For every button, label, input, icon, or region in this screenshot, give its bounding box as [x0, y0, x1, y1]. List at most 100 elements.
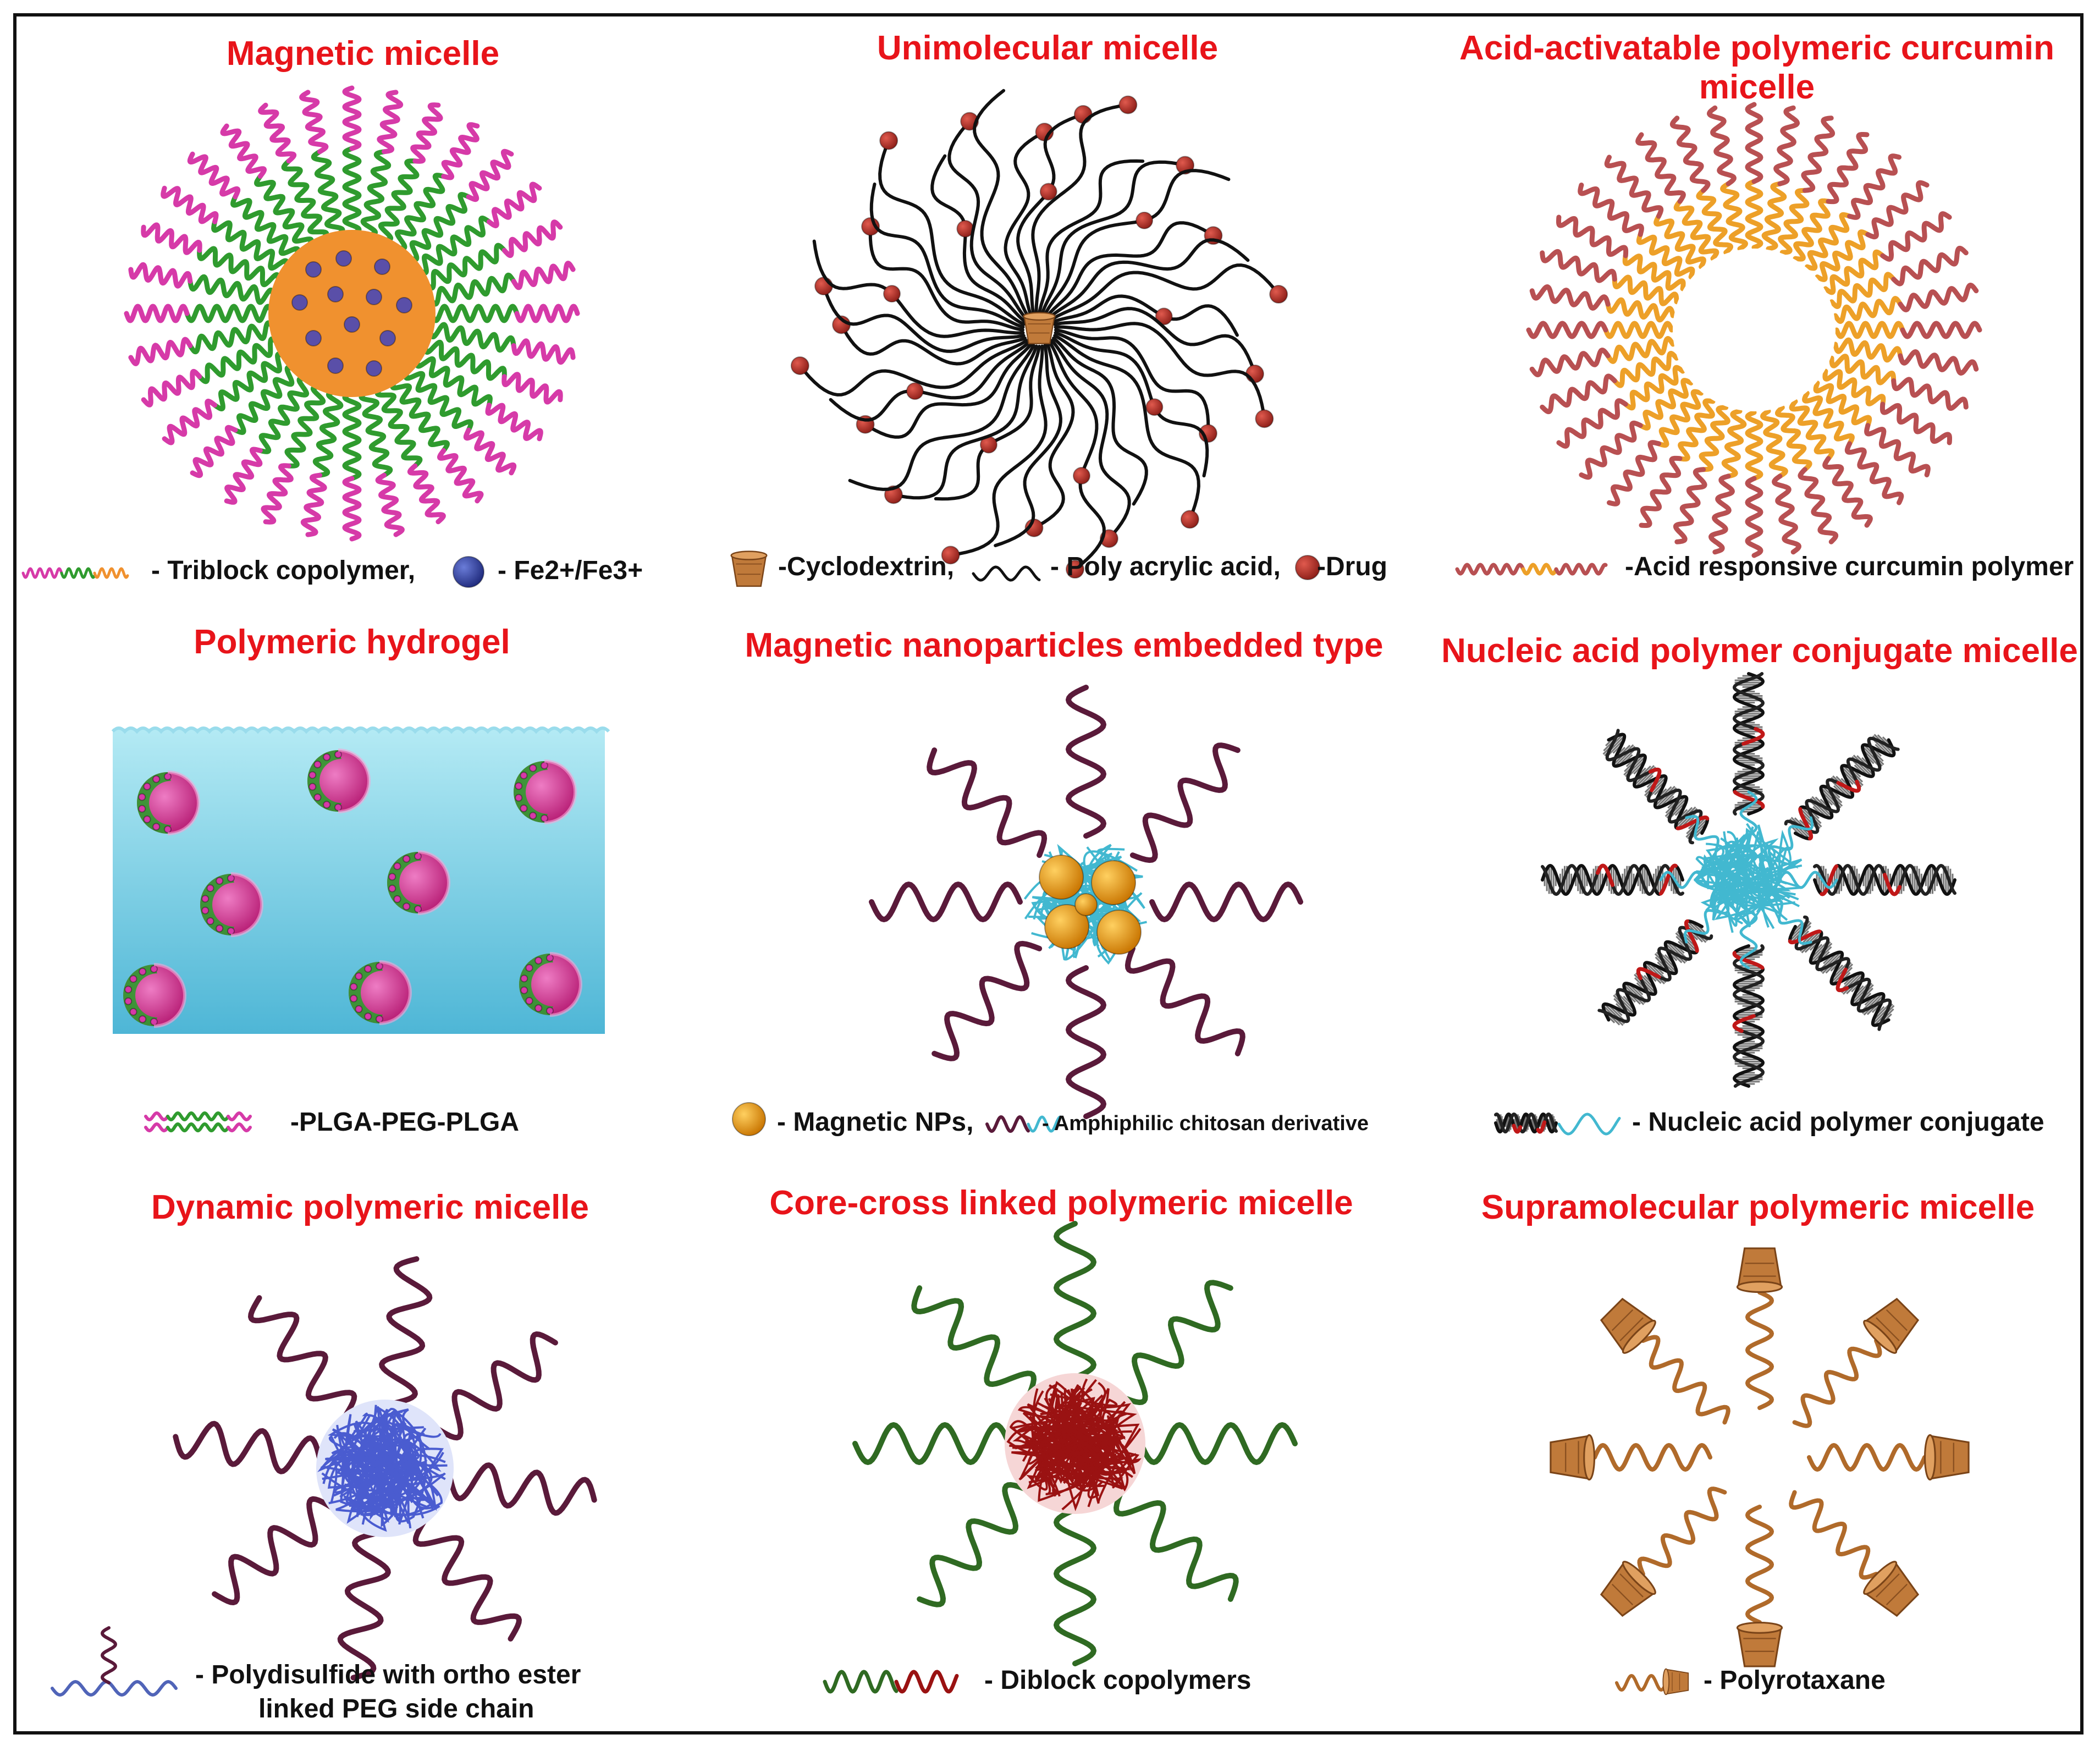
- shell-dot: [139, 1015, 147, 1023]
- fe-ion: [379, 330, 396, 346]
- copolymer-magenta-segment: [437, 448, 484, 504]
- shell-dot: [227, 927, 235, 935]
- polydisulfide-core-strand: [360, 1436, 420, 1460]
- cyclodextrin-ring: [1736, 1621, 1783, 1667]
- legend-polyrotaxane: - Polyrotaxane: [1704, 1666, 1886, 1695]
- dna-helix-red-segment: [1684, 919, 1699, 953]
- curcumin-red-segment: [1556, 398, 1628, 449]
- drug-molecule: [1245, 364, 1264, 383]
- cross-linked-core-strand: [1057, 1415, 1126, 1471]
- copolymer-magenta-segment: [511, 338, 576, 365]
- curcumin-orange-segment: [1696, 188, 1733, 255]
- cyclodextrin-ring-rim: [1863, 1319, 1898, 1354]
- curcumin-red-segment: [1708, 473, 1735, 555]
- copolymer-magenta-segment: [128, 262, 193, 289]
- curcumin-orange-segment: [1761, 181, 1787, 251]
- copolymer-green-segment: [415, 355, 493, 408]
- cyclodextrin-ring-rim: [1736, 1621, 1783, 1634]
- curcumin-red-segment: [1801, 115, 1836, 193]
- core-cross-linked-micelle-drawing: [852, 1221, 1298, 1666]
- curcumin-red-segment: [1880, 211, 1952, 262]
- copolymer-magenta-segment: [190, 425, 238, 478]
- poly-acrylic-acid-arm: [1038, 159, 1145, 315]
- magnetic-nanoparticle: [1091, 860, 1136, 905]
- diblock-copolymer-arm: [917, 1482, 1032, 1607]
- poly-acrylic-acid-arm: [1043, 169, 1231, 316]
- polymer-core-strand: [1693, 840, 1777, 888]
- curcumin-micelle-drawing: [1526, 102, 1982, 558]
- cyclodextrin-core-band: [1028, 323, 1051, 334]
- cyclodextrin-icon: [730, 550, 768, 587]
- dna-helix-red-segment: [1636, 967, 1661, 981]
- copolymer-green-segment: [360, 149, 392, 238]
- shell-dot: [227, 874, 235, 882]
- hydrogel-sphere: [307, 748, 371, 813]
- curcumin-red-segment: [1529, 284, 1611, 311]
- curcumin-red-segment: [1556, 214, 1629, 258]
- polymer-core-strand: [1734, 866, 1783, 922]
- copolymer-magenta-segment: [261, 463, 294, 525]
- curcumin-orange-segment: [1775, 405, 1812, 472]
- copolymer-green-segment: [197, 336, 281, 384]
- curcumin-red-segment: [1822, 456, 1873, 528]
- copolymer-magenta-segment: [410, 102, 443, 164]
- shell-dot: [334, 751, 342, 758]
- legend-cyclodextrin: -Cyclodextrin,: [778, 552, 955, 581]
- copolymer-magenta-segment: [141, 368, 202, 408]
- chitosan-arm: [1149, 882, 1303, 922]
- fe-ion: [344, 316, 360, 333]
- plga-peg-plga-icon: [166, 1122, 230, 1132]
- polyrotaxane-icon: [1615, 1674, 1668, 1692]
- poly-acrylic-acid-arm: [840, 323, 1027, 366]
- fe-ion: [291, 294, 308, 311]
- curcumin-orange-segment: [1673, 199, 1719, 261]
- shell-dot: [541, 762, 548, 769]
- shell-dot: [355, 972, 363, 981]
- polyrotaxane-chain: [1792, 1338, 1882, 1428]
- poly-acrylic-acid-arm: [1053, 307, 1256, 376]
- fe-ion: [366, 289, 382, 305]
- shell-dot: [376, 1015, 383, 1023]
- polymer-core-strand: [1745, 828, 1799, 924]
- shell-dot: [546, 1007, 554, 1015]
- poly-acrylic-acid-icon: [972, 565, 1041, 582]
- copolymer-green-segment: [233, 365, 298, 435]
- diblock-copolymer-arm: [1118, 1280, 1233, 1405]
- nucleic-acid-conjugate-icon-red-segment: [1512, 1124, 1523, 1134]
- polydisulfide-core-strand: [335, 1452, 407, 1521]
- dna-helix-red-segment: [1836, 967, 1849, 993]
- copolymer-magenta-segment: [514, 304, 580, 323]
- copolymer-green-segment: [257, 376, 310, 454]
- curcumin-orange-segment: [1699, 405, 1730, 472]
- title-dynamic-micelle: Dynamic polymeric micelle: [151, 1188, 589, 1226]
- poly-acrylic-acid-arm: [947, 119, 1028, 321]
- shell-dot: [152, 823, 161, 831]
- shell-dot: [201, 895, 210, 903]
- cyclodextrin-core-rim: [1023, 312, 1056, 321]
- legend-magnetic-nps: - Magnetic NPs,: [777, 1108, 974, 1137]
- curcumin-orange-segment: [1793, 198, 1831, 262]
- curcumin-orange-segment: [1745, 179, 1763, 250]
- poly-acrylic-acid-arm: [822, 284, 1026, 353]
- dna-helix-red-segment: [1798, 807, 1814, 841]
- copolymer-magenta-segment: [124, 304, 190, 323]
- copolymer-green-segment: [427, 322, 516, 353]
- shell-dot: [541, 814, 548, 822]
- shell-dot: [364, 1012, 372, 1021]
- poly-acrylic-acid-arm: [1048, 341, 1106, 571]
- curcumin-red-segment: [1898, 283, 1979, 312]
- cyclodextrin-ring-body: [1864, 1561, 1920, 1617]
- dna-helix: [1602, 729, 1710, 845]
- cyclodextrin-ring: [1550, 1434, 1596, 1481]
- curcumin-orange-segment: [1829, 354, 1897, 386]
- poly-acrylic-acid-arm: [1054, 328, 1210, 436]
- copolymer-magenta-segment: [220, 123, 267, 179]
- nucleic-acid-conjugate-icon: [1557, 1113, 1621, 1136]
- drug-molecule: [1180, 510, 1199, 529]
- curcumin-red-segment: [1826, 132, 1870, 205]
- cross-linked-core: [1006, 1378, 1142, 1511]
- fe-ion: [366, 360, 382, 377]
- dna-helix-red-segment: [1836, 779, 1861, 793]
- shell-dot: [323, 801, 331, 809]
- drug-icon: [1295, 555, 1320, 580]
